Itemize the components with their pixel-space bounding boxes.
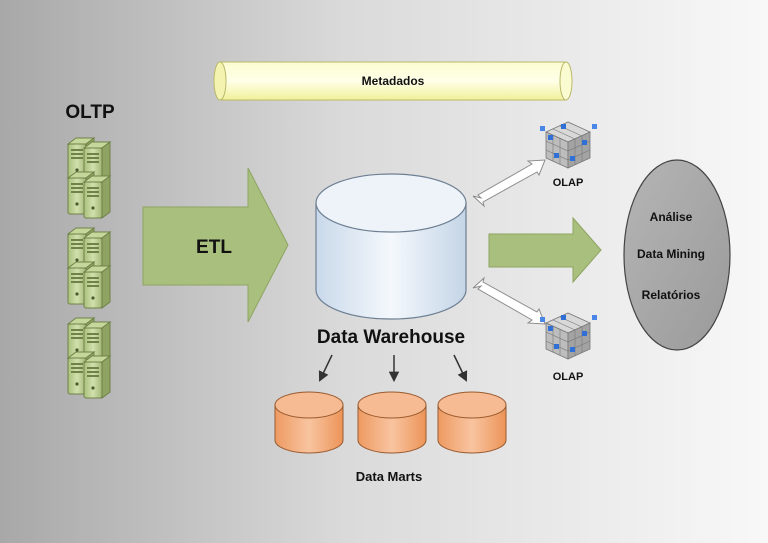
metadata-label: Metadados — [362, 74, 425, 88]
oltp-server-group-bottom — [67, 317, 111, 399]
etl-label: ETL — [196, 237, 232, 258]
olap-cube-bottom: OLAP — [539, 312, 598, 383]
olap-cube-top: OLAP — [539, 121, 598, 189]
oltp-server-group-middle — [67, 227, 111, 309]
oltp-label: OLTP — [65, 102, 115, 123]
data-mart-1 — [274, 391, 344, 454]
data-marts-label: Data Marts — [356, 469, 422, 484]
data-mart-3 — [437, 391, 507, 454]
data-warehouse-cylinder — [315, 173, 467, 320]
data-mart-2 — [357, 391, 427, 454]
olap-double-arrow-top — [472, 159, 546, 208]
output-analise: Análise — [650, 210, 693, 224]
mart-arrows — [318, 354, 468, 383]
output-relatorios: Relatórios — [642, 288, 701, 302]
metadata-tube: Metadados — [213, 61, 573, 101]
oltp-server-group-top — [67, 137, 111, 219]
server-icon — [83, 355, 111, 399]
etl-arrow: ETL — [142, 167, 289, 323]
olap-bottom-label: OLAP — [553, 371, 584, 383]
warehouse-label: Data Warehouse — [317, 327, 465, 348]
output-data-mining: Data Mining — [637, 247, 705, 261]
server-icon — [83, 175, 111, 219]
olap-top-label: OLAP — [553, 177, 584, 189]
mart-arrow-right — [453, 354, 468, 382]
mart-arrow-left — [318, 354, 333, 382]
analysis-arrow — [488, 216, 602, 284]
server-icon — [83, 265, 111, 309]
output-ellipse: Análise Data Mining Relatórios — [623, 159, 731, 351]
olap-double-arrow-bottom — [472, 276, 546, 325]
